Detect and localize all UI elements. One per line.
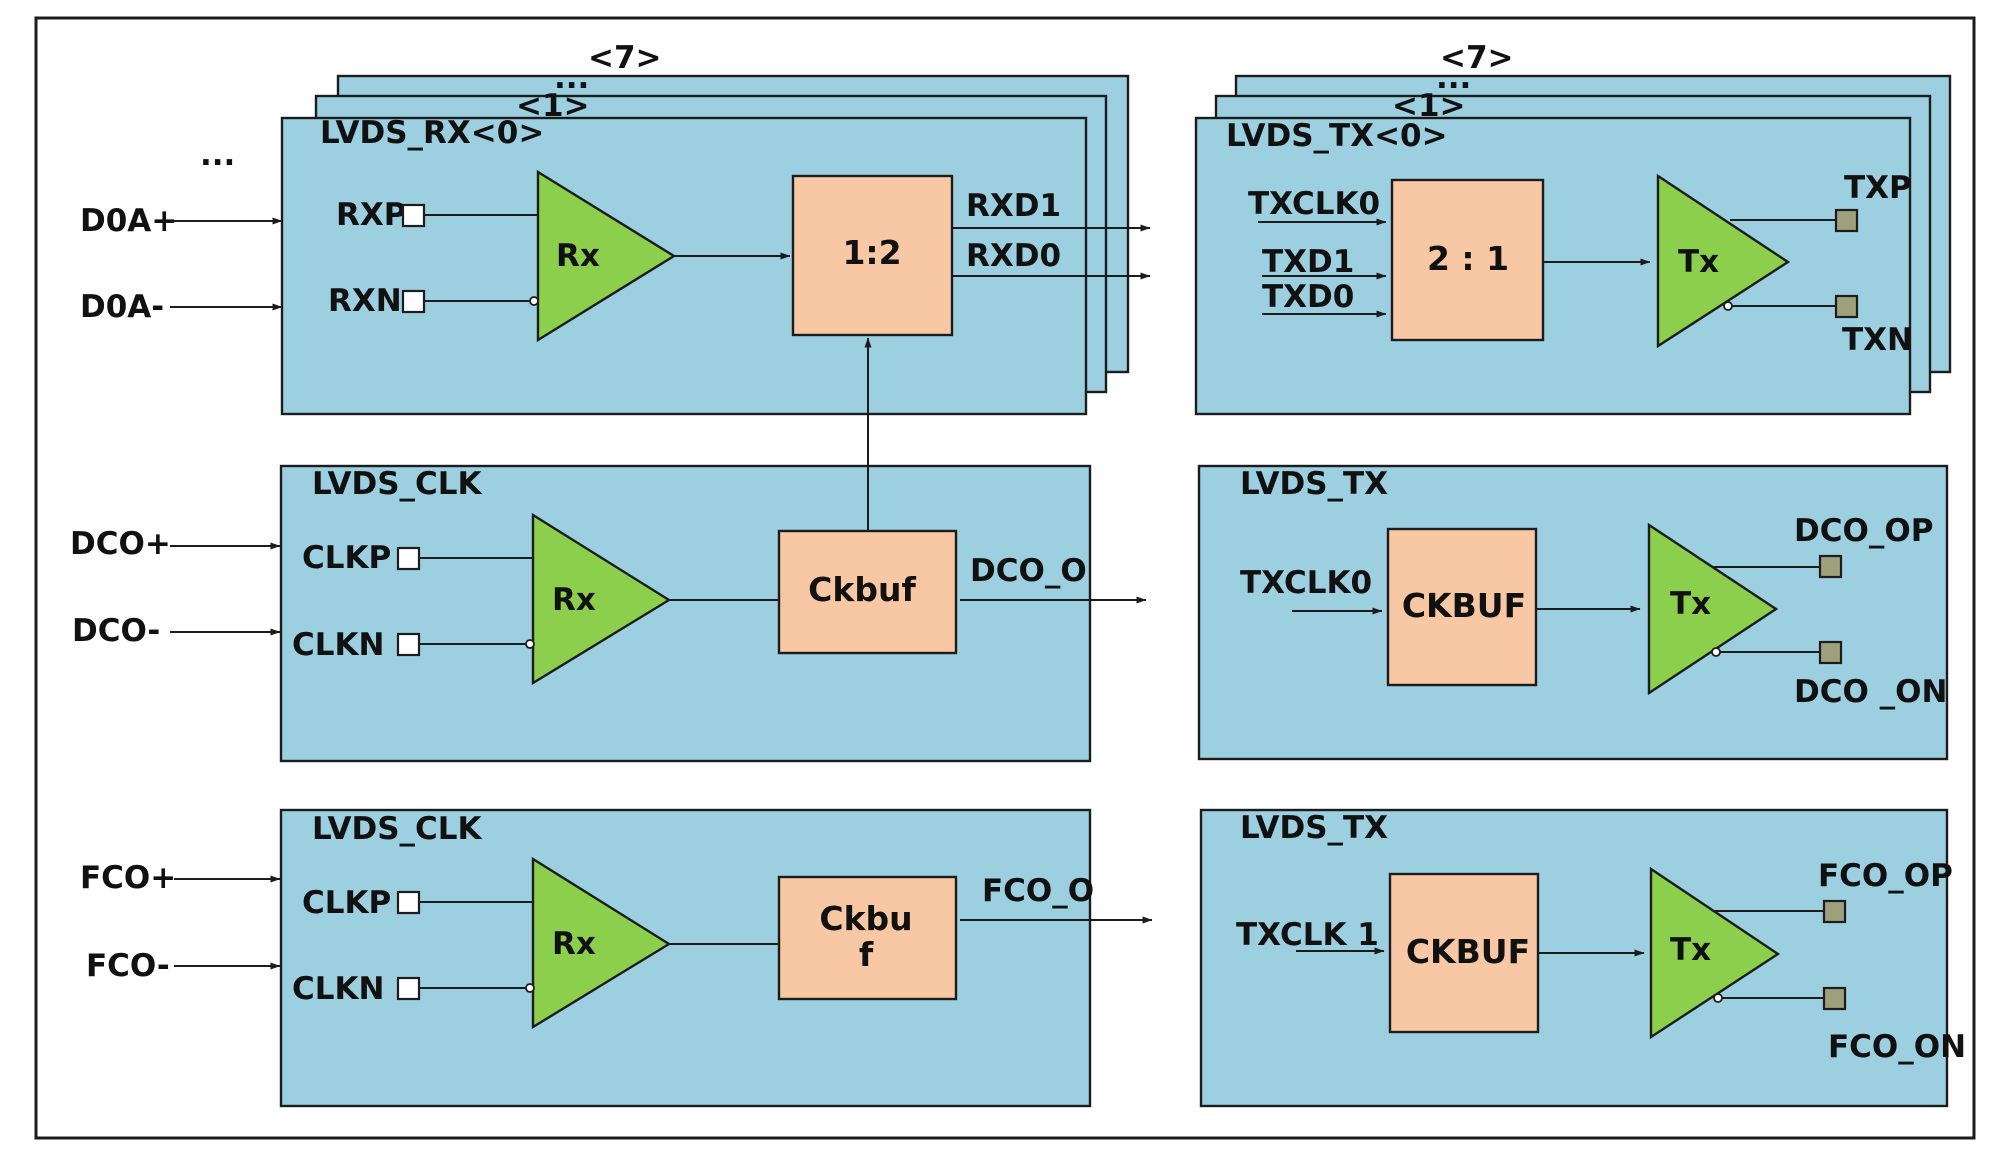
lvds-tx-fco-block: LVDS_TX TXCLK 1 CKBUF Tx FCO_OP FCO_ON — [1199, 808, 1966, 1108]
input-dco-plus: DCO+ — [70, 526, 171, 562]
dco-tx-amplifier-label: Tx — [1670, 586, 1711, 622]
rx-stack-label-1: <1> — [516, 88, 590, 124]
rxn-label: RXN — [328, 283, 402, 319]
input-ellipsis: ... — [200, 137, 235, 173]
fco-clkn-label: CLKN — [292, 971, 384, 1007]
fco-ckbuf — [777, 875, 958, 1001]
tx-stack-ellipsis: ... — [1436, 60, 1471, 96]
tx-amplifier-label: Tx — [1678, 244, 1719, 280]
input-ports: ... D0A+ D0A- DCO+ DCO- FCO+ FCO- — [70, 137, 283, 984]
tx-stack-label-7: <7> — [1440, 40, 1514, 76]
fco-ckbuf-label-line2: f — [859, 935, 874, 974]
fco-o-label: FCO_O — [982, 873, 1094, 909]
tx-amplifier — [1656, 173, 1791, 349]
tx-block-title: LVDS_TX<0> — [1226, 118, 1448, 154]
dco-on-pad — [1818, 640, 1843, 665]
txn-label: TXN — [1842, 322, 1913, 358]
input-fco-minus: FCO- — [86, 948, 170, 984]
lvds-rx-block: <7> ... <1> LVDS_RX<0> RXP RXN Rx 1:2 RX… — [280, 40, 1151, 416]
outer-frame — [34, 16, 1976, 1140]
dco-op-pad — [1818, 554, 1843, 579]
dco-clk-panel — [279, 464, 1092, 763]
fco-tx-amplifier-label: Tx — [1670, 932, 1711, 968]
dco-on-label: DCO _ON — [1794, 674, 1947, 710]
rxd0-label: RXD0 — [966, 238, 1061, 274]
rx-stack-ellipsis: ... — [554, 60, 589, 96]
rx-amplifier-label: Rx — [556, 238, 600, 274]
dco-rx-amplifier-label: Rx — [552, 582, 596, 618]
txn-pad — [1834, 294, 1859, 319]
dco-tx-ckbuf-label: CKBUF — [1402, 586, 1526, 625]
fco-rx-invert-bubble — [525, 983, 535, 993]
input-dco-minus: DCO- — [72, 613, 160, 649]
txp-pad — [1834, 208, 1859, 233]
input-fco-plus: FCO+ — [80, 860, 176, 896]
tx-stack-label-1: <1> — [1392, 88, 1466, 124]
tx-amp-invert-bubble — [1723, 301, 1733, 311]
dco-op-label: DCO_OP — [1794, 513, 1933, 549]
fco-clkp-label: CLKP — [302, 885, 391, 921]
fco-clk-panel — [279, 808, 1092, 1108]
rxn-pad — [401, 289, 426, 314]
dco-clkn-pad — [396, 632, 421, 657]
fco-clk-title: LVDS_CLK — [312, 811, 483, 847]
fco-tx-invert-bubble — [1713, 993, 1723, 1003]
fco-ckbuf-label-line1: Ckbu — [819, 899, 912, 938]
lvds-tx-block: <7> ... <1> LVDS_TX<0> TXCLK0 TXD1 TXD0 … — [1194, 40, 1952, 416]
fco-tx-ckbuf — [1388, 872, 1540, 1034]
rx-block-title: LVDS_RX<0> — [320, 115, 544, 151]
dco-tx-input-label: TXCLK0 — [1240, 565, 1372, 601]
serializer-2to1 — [1390, 178, 1545, 342]
dco-ckbuf-label: Ckbuf — [808, 570, 916, 609]
fco-clkp-pad — [396, 890, 421, 915]
dco-clkn-label: CLKN — [292, 627, 384, 663]
fco-rx-amplifier-label: Rx — [552, 926, 596, 962]
fco-on-label: FCO_ON — [1828, 1029, 1966, 1065]
lvds-clk-fco-block: LVDS_CLK CLKP CLKN Rx Ckbu f FCO_O — [279, 808, 1153, 1108]
dco-o-label: DCO_O — [970, 553, 1087, 589]
dco-tx-panel — [1197, 464, 1949, 761]
txd1-label: TXD1 — [1262, 244, 1354, 280]
rx-stack-label-7: <7> — [588, 40, 662, 76]
txd0-label: TXD0 — [1262, 279, 1354, 315]
serializer-label: 2 : 1 — [1427, 239, 1509, 278]
dco-rx-invert-bubble — [525, 639, 535, 649]
deserializer-label: 1:2 — [842, 233, 901, 272]
txclk0-label: TXCLK0 — [1248, 186, 1380, 222]
input-d0a-plus: D0A+ — [80, 203, 177, 239]
rx-amplifier — [536, 169, 677, 343]
deserializer-1to2 — [791, 174, 954, 337]
fco-op-pad — [1822, 899, 1847, 924]
fco-rx-amplifier — [531, 856, 672, 1030]
rxd1-label: RXD1 — [966, 188, 1061, 224]
input-d0a-minus: D0A- — [80, 289, 164, 325]
fco-tx-panel — [1199, 808, 1949, 1108]
dco-tx-ckbuf — [1386, 527, 1538, 687]
dco-clk-title: LVDS_CLK — [312, 466, 483, 502]
dco-clkp-label: CLKP — [302, 540, 391, 576]
rxp-label: RXP — [336, 197, 407, 233]
rxp-pad — [401, 203, 426, 228]
rx-amp-invert-bubble — [529, 296, 539, 306]
fco-clkn-pad — [396, 976, 421, 1001]
lvds-clk-dco-block: LVDS_CLK CLKP CLKN Rx Ckbuf DCO_O — [279, 337, 1147, 763]
fco-on-pad — [1822, 986, 1847, 1011]
fco-tx-title: LVDS_TX — [1240, 810, 1388, 846]
fco-tx-input-label: TXCLK 1 — [1236, 917, 1379, 953]
fco-op-label: FCO_OP — [1818, 858, 1953, 894]
tx-panel-0 — [1194, 116, 1912, 416]
dco-tx-title: LVDS_TX — [1240, 466, 1388, 502]
lvds-tx-dco-block: LVDS_TX TXCLK0 CKBUF Tx DCO_OP DCO _ON — [1197, 464, 1949, 761]
dco-rx-amplifier — [531, 512, 672, 686]
dco-clkp-pad — [396, 546, 421, 571]
txp-label: TXP — [1844, 170, 1912, 206]
dco-tx-invert-bubble — [1711, 647, 1721, 657]
dco-ckbuf — [777, 529, 958, 655]
fco-tx-ckbuf-label: CKBUF — [1406, 932, 1530, 971]
